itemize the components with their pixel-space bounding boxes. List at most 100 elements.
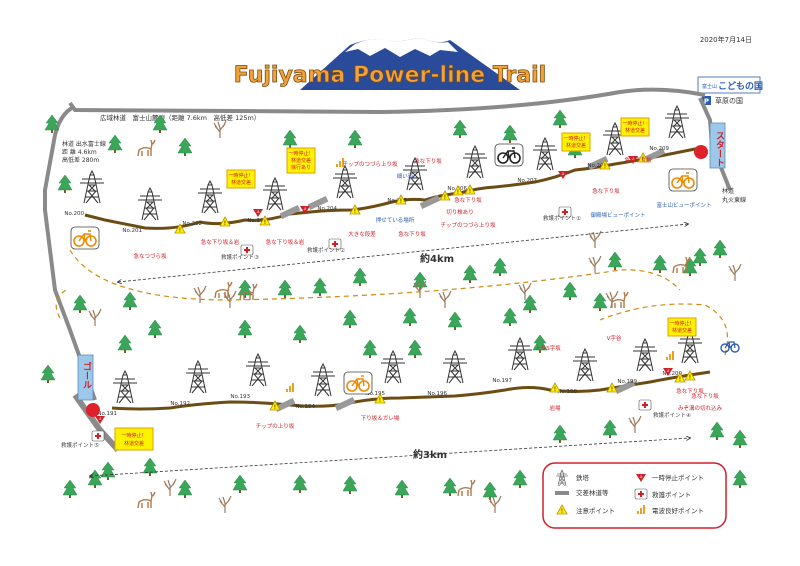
svg-text:一時停止！: 一時停止！ xyxy=(622,120,647,127)
tree-icon xyxy=(607,251,623,271)
tower-number: No.201 xyxy=(122,228,142,234)
route-connectors xyxy=(55,249,729,356)
rescue-point-label: 救護ポイント② xyxy=(307,246,345,254)
tree-icon xyxy=(177,137,193,157)
bare-tree-icon xyxy=(88,308,102,327)
rescue-point-label: 救護ポイント⑤ xyxy=(61,441,99,449)
svg-text:丸火東線: 丸火東線 xyxy=(722,196,746,204)
deer-icon xyxy=(610,291,629,309)
caution-label: 急な下り坂 xyxy=(398,230,426,238)
power-tower-icon xyxy=(197,180,223,214)
goal-marker[interactable]: ゴール xyxy=(77,354,100,417)
svg-text:林道交差: 林道交差 xyxy=(625,127,645,134)
tree-icon xyxy=(709,421,725,441)
tree-icon xyxy=(107,134,123,154)
power-tower-icon xyxy=(632,338,658,372)
tree-icon xyxy=(117,334,133,354)
notice-box-6: 一時停止！ 林道交差 xyxy=(114,427,154,451)
caution-label: 急な下り坂＆岩 xyxy=(266,238,305,246)
power-tower-icon xyxy=(664,105,690,139)
parking-label: 草原の国 xyxy=(715,96,743,105)
trail-labels: 急なつづら坂急な下り坂＆岩急な下り坂＆岩大きな段差急な下り坂急な下り坂急な下り坂… xyxy=(61,156,722,449)
tree-icon xyxy=(292,324,308,344)
tree-icon xyxy=(100,461,116,481)
caution-label: 急な下り坂 xyxy=(624,156,652,164)
tree-icon xyxy=(502,124,518,144)
legend-tower: 鉄塔 xyxy=(576,473,590,482)
tree-icon xyxy=(362,339,378,359)
tree-icon xyxy=(347,129,363,149)
road-label-right: 林道 丸火東線 xyxy=(722,187,746,204)
tree-icon xyxy=(394,479,410,499)
bare-tree-icon xyxy=(218,495,232,514)
distance-lower: 約3km xyxy=(90,438,690,476)
bare-tree-icon xyxy=(193,285,207,304)
tree-icon xyxy=(142,457,158,477)
viewpoint-label: 御殿場ビューポイント xyxy=(590,211,645,219)
notice-box-1: 一時停止！ 林道交差 xyxy=(226,169,256,189)
tree-decorations xyxy=(40,109,748,514)
rescue-point-label: 救護ポイント④ xyxy=(653,411,691,419)
svg-text:一時停止！: 一時停止！ xyxy=(669,320,694,327)
deer-icon xyxy=(137,139,156,157)
tower-number: No.208 xyxy=(587,163,607,169)
bare-tree-icon xyxy=(588,255,602,274)
tower-number: No.200 xyxy=(662,371,682,377)
caution-label: チップの上り坂 xyxy=(256,422,295,430)
power-tower-icon xyxy=(532,137,558,171)
tree-icon xyxy=(177,479,193,499)
svg-text:徐行あり: 徐行あり xyxy=(291,164,311,171)
notice-box-5: 一時停止！ 林道交差 xyxy=(667,317,697,337)
tree-icon xyxy=(652,254,668,274)
tree-icon xyxy=(712,239,728,259)
svg-text:一時停止！: 一時停止！ xyxy=(288,150,313,157)
power-tower-icon xyxy=(332,165,358,199)
mount-fuji-icon xyxy=(300,38,520,90)
signal-markers xyxy=(286,158,682,392)
svg-text:林道 出水富士線: 林道 出水富士線 xyxy=(62,140,106,148)
tree-icon xyxy=(122,291,138,311)
power-tower-icon xyxy=(262,177,288,211)
svg-text:一時停止！: 一時停止！ xyxy=(121,432,146,439)
rescue-point-label: 救護ポイント③ xyxy=(221,253,259,261)
caution-label: 大きな段差 xyxy=(348,230,376,238)
bare-tree-icon xyxy=(728,263,742,282)
legend-caution: 注意ポイント xyxy=(576,506,615,515)
road-label-top: 広域林道 富士山麓線（距離 7.6km 高低差 125m） xyxy=(100,113,260,122)
tree-icon xyxy=(312,277,328,297)
bare-tree-icon xyxy=(163,478,177,497)
start-marker[interactable]: スタート xyxy=(694,122,726,169)
tree-icon xyxy=(502,307,518,327)
tower-number: No.195 xyxy=(365,391,385,397)
power-tower-icon xyxy=(380,350,406,384)
kodomonokuni-logo: 富士山 こどもの国 P 草原の国 xyxy=(697,76,763,106)
tree-icon xyxy=(87,469,103,489)
legend-road: 交差林道等 xyxy=(576,488,609,497)
map-title: Fujiyama Power-line Trail xyxy=(234,63,546,88)
tree-icon xyxy=(442,477,458,497)
caution-label: 急な下り坂 xyxy=(454,196,482,204)
tower-number: No.197 xyxy=(492,378,512,384)
svg-text:富士山: 富士山 xyxy=(702,83,717,90)
notice-box-4: 一時停止！ 林道交差 xyxy=(620,117,650,137)
tree-icon xyxy=(692,247,708,267)
tree-icon xyxy=(40,364,56,384)
tree-icon xyxy=(342,309,358,329)
power-tower-icon xyxy=(310,363,336,397)
tree-icon xyxy=(452,119,468,139)
tree-icon xyxy=(732,429,748,449)
caution-label: チップのつづら上り坂 xyxy=(440,221,496,229)
tower-number: No.207 xyxy=(517,178,537,184)
svg-text:ゴール: ゴール xyxy=(81,361,92,389)
tree-icon xyxy=(732,469,748,489)
deer-icon xyxy=(457,479,476,497)
tree-icon xyxy=(462,264,478,284)
svg-text:林道交差: 林道交差 xyxy=(291,157,311,164)
svg-text:林道交差: 林道交差 xyxy=(231,179,251,186)
tree-icon xyxy=(402,307,418,327)
deer-icon xyxy=(137,491,156,509)
tower-number: No.203 xyxy=(247,218,267,224)
